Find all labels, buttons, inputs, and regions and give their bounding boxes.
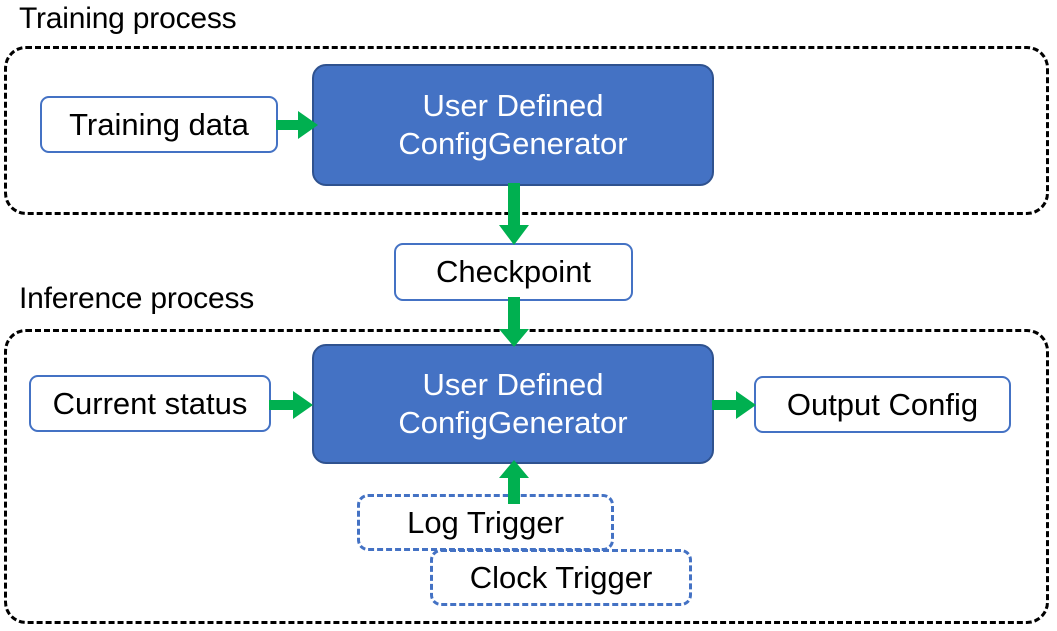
node-udcg-inference-line1: User Defined — [422, 367, 604, 402]
node-checkpoint[interactable]: Checkpoint — [394, 243, 633, 301]
node-current-status-label: Current status — [52, 385, 248, 421]
node-user-defined-configgenerator-inference[interactable]: User Defined ConfigGenerator — [312, 344, 714, 464]
node-clock-trigger[interactable]: Clock Trigger — [430, 549, 692, 606]
node-training-data[interactable]: Training data — [40, 96, 278, 153]
node-user-defined-configgenerator-training[interactable]: User Defined ConfigGenerator — [312, 64, 714, 186]
arrow-up-triggers-to-configgenerator-icon — [497, 460, 531, 504]
node-log-trigger-label: Log Trigger — [407, 504, 564, 540]
arrow-right-current-status-to-configgenerator-icon — [269, 388, 315, 422]
inference-process-label: Inference process — [19, 282, 255, 315]
node-udcg-training-line1: User Defined — [422, 88, 604, 123]
node-training-data-label: Training data — [69, 106, 249, 142]
node-udcg-training-line2: ConfigGenerator — [398, 126, 628, 161]
arrow-down-configgenerator-to-checkpoint-icon — [497, 183, 531, 247]
arrow-right-training-data-to-configgenerator-icon — [276, 108, 320, 142]
node-checkpoint-label: Checkpoint — [435, 254, 592, 289]
node-output-config-label: Output Config — [786, 386, 979, 422]
node-log-trigger[interactable]: Log Trigger — [357, 494, 614, 551]
node-udcg-inference-line2: ConfigGenerator — [398, 405, 628, 440]
node-output-config[interactable]: Output Config — [754, 376, 1011, 433]
training-process-container — [4, 46, 1049, 215]
training-process-label: Training process — [19, 2, 237, 35]
node-clock-trigger-label: Clock Trigger — [469, 559, 653, 595]
arrow-right-configgenerator-to-output-config-icon — [712, 388, 758, 422]
arrow-down-checkpoint-to-configgenerator-icon — [497, 297, 531, 349]
node-current-status[interactable]: Current status — [29, 375, 271, 432]
